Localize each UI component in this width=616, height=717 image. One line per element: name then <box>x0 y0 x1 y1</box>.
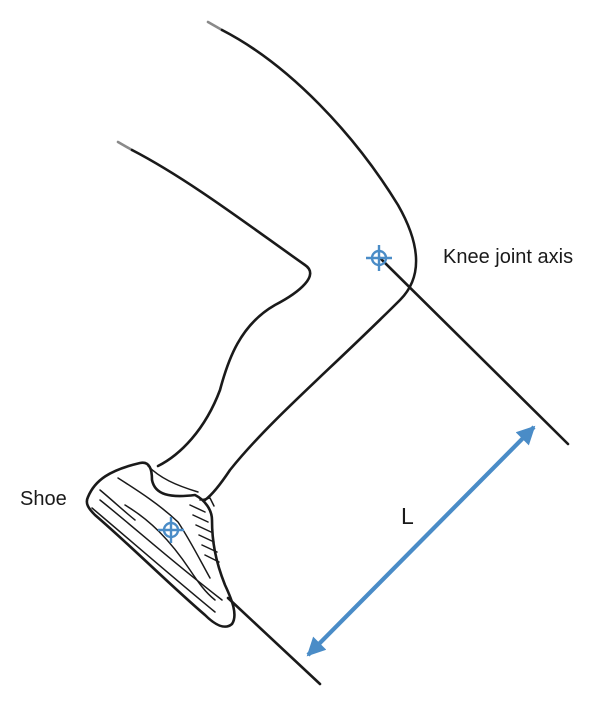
length-label: L <box>401 503 414 529</box>
shoe-collar <box>147 465 199 493</box>
calf-top-fade <box>116 140 134 152</box>
shoe-midsole-line <box>99 499 223 601</box>
shoe-laces <box>189 504 220 563</box>
knee-joint-axis-label: Knee joint axis <box>443 246 574 268</box>
thigh-top-fade <box>206 20 224 32</box>
shoe-side-panel <box>117 477 211 579</box>
leg-outline <box>116 20 418 502</box>
shank-axis-line <box>378 256 570 446</box>
shoe-toe-cap <box>99 489 136 521</box>
shoe-drawing <box>85 461 236 628</box>
shoe-stripe <box>124 504 216 601</box>
shoe-reference-line <box>226 596 322 686</box>
shoe-axis-marker <box>158 517 184 543</box>
shoe-label: Shoe <box>20 488 67 510</box>
shoe-heel-tab <box>199 497 215 507</box>
shoe-sole-line <box>91 507 216 613</box>
thigh-front-line <box>203 28 418 502</box>
length-dimension-arrow <box>306 425 536 657</box>
thigh-back-line <box>130 148 312 468</box>
shoe-outline <box>85 461 236 628</box>
knee-axis-marker <box>366 245 392 271</box>
